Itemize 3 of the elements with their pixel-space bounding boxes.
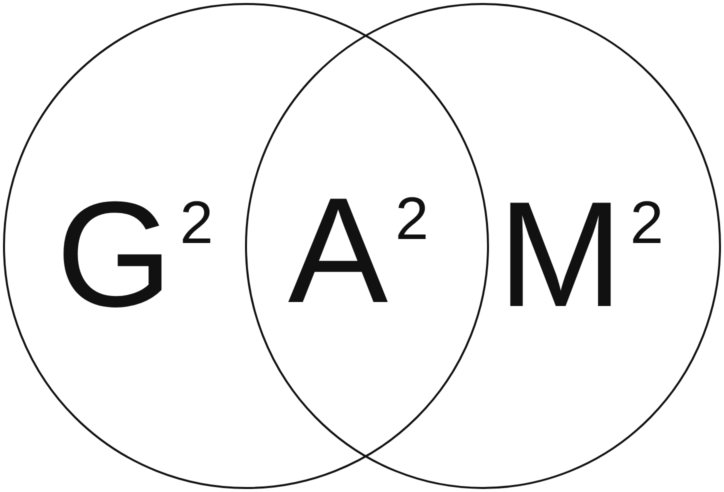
venn-label: M$^{2}$ bbox=[498, 179, 664, 329]
venn-label: A$^{2}$ bbox=[288, 175, 429, 325]
venn-label: G$^{2}$ bbox=[56, 179, 214, 329]
